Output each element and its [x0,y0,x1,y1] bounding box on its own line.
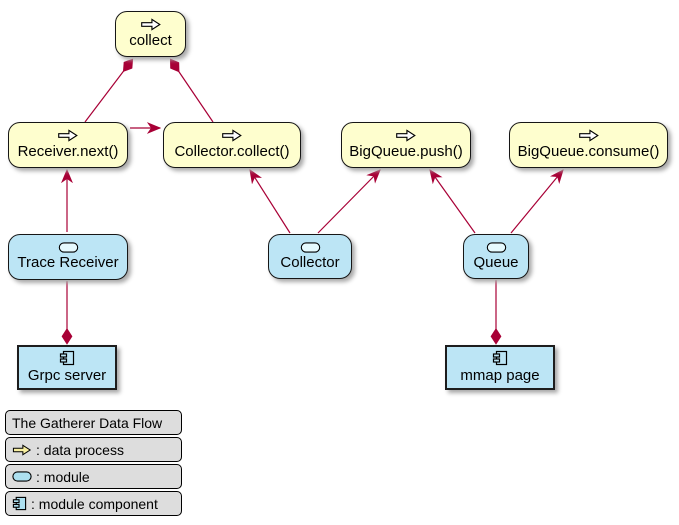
node-collector: Collector [268,234,352,279]
data-process-icon [140,18,162,32]
data-process-icon [221,129,243,143]
node-label: Collector.collect() [174,143,290,161]
data-process-icon [57,129,79,143]
module-component-icon [492,350,508,366]
legend-item-label: : module [36,468,90,485]
module-component-icon [12,496,27,511]
module-icon [486,242,507,253]
edge-collector-to-collector-collect [249,168,291,234]
legend-item-module: : module [5,464,182,489]
legend-item-label: : data process [36,441,124,458]
node-bigqueue-push: BigQueue.push() [341,122,471,168]
node-label: BigQueue.consume() [517,143,660,161]
node-queue: Queue [463,234,529,279]
node-collector-collect: Collector.collect() [163,122,301,168]
node-label: Trace Receiver [17,254,119,272]
legend: The Gatherer Data Flow : data process : … [5,410,182,516]
data-process-icon [395,129,417,143]
edge-queue-to-bigqueue-consume [510,169,564,234]
legend-title-text: The Gatherer Data Flow [12,414,163,431]
legend-item-label: : module component [31,495,158,512]
node-label: mmap page [460,367,540,385]
node-bigqueue-consume: BigQueue.consume() [509,122,668,168]
node-label: collect [129,32,172,50]
node-label: Grpc server [27,367,107,385]
node-label: Receiver.next() [17,143,119,161]
node-label: Collector [280,253,340,271]
module-icon [12,471,32,482]
legend-item-module-component: : module component [5,491,182,516]
node-label: Queue [473,253,519,271]
node-grpc-server: Grpc server [17,345,117,390]
edge-queue-to-bigqueue-push [429,169,476,234]
node-collect: collect [115,11,186,57]
legend-title: The Gatherer Data Flow [5,410,182,435]
edge-collector-collect-to-collect [169,58,214,123]
legend-item-data-process: : data process [5,437,182,462]
edge-receiver-next-to-collect [84,58,134,123]
node-label: BigQueue.push() [349,143,463,161]
module-icon [300,242,321,253]
module-component-icon [59,350,75,366]
data-process-icon [12,443,32,456]
node-trace-receiver: Trace Receiver [8,234,128,280]
module-icon [58,242,79,254]
node-mmap-page: mmap page [445,345,555,390]
node-receiver-next: Receiver.next() [8,122,128,168]
data-process-icon [578,129,600,143]
edge-collector-to-bigqueue-push [317,169,381,234]
